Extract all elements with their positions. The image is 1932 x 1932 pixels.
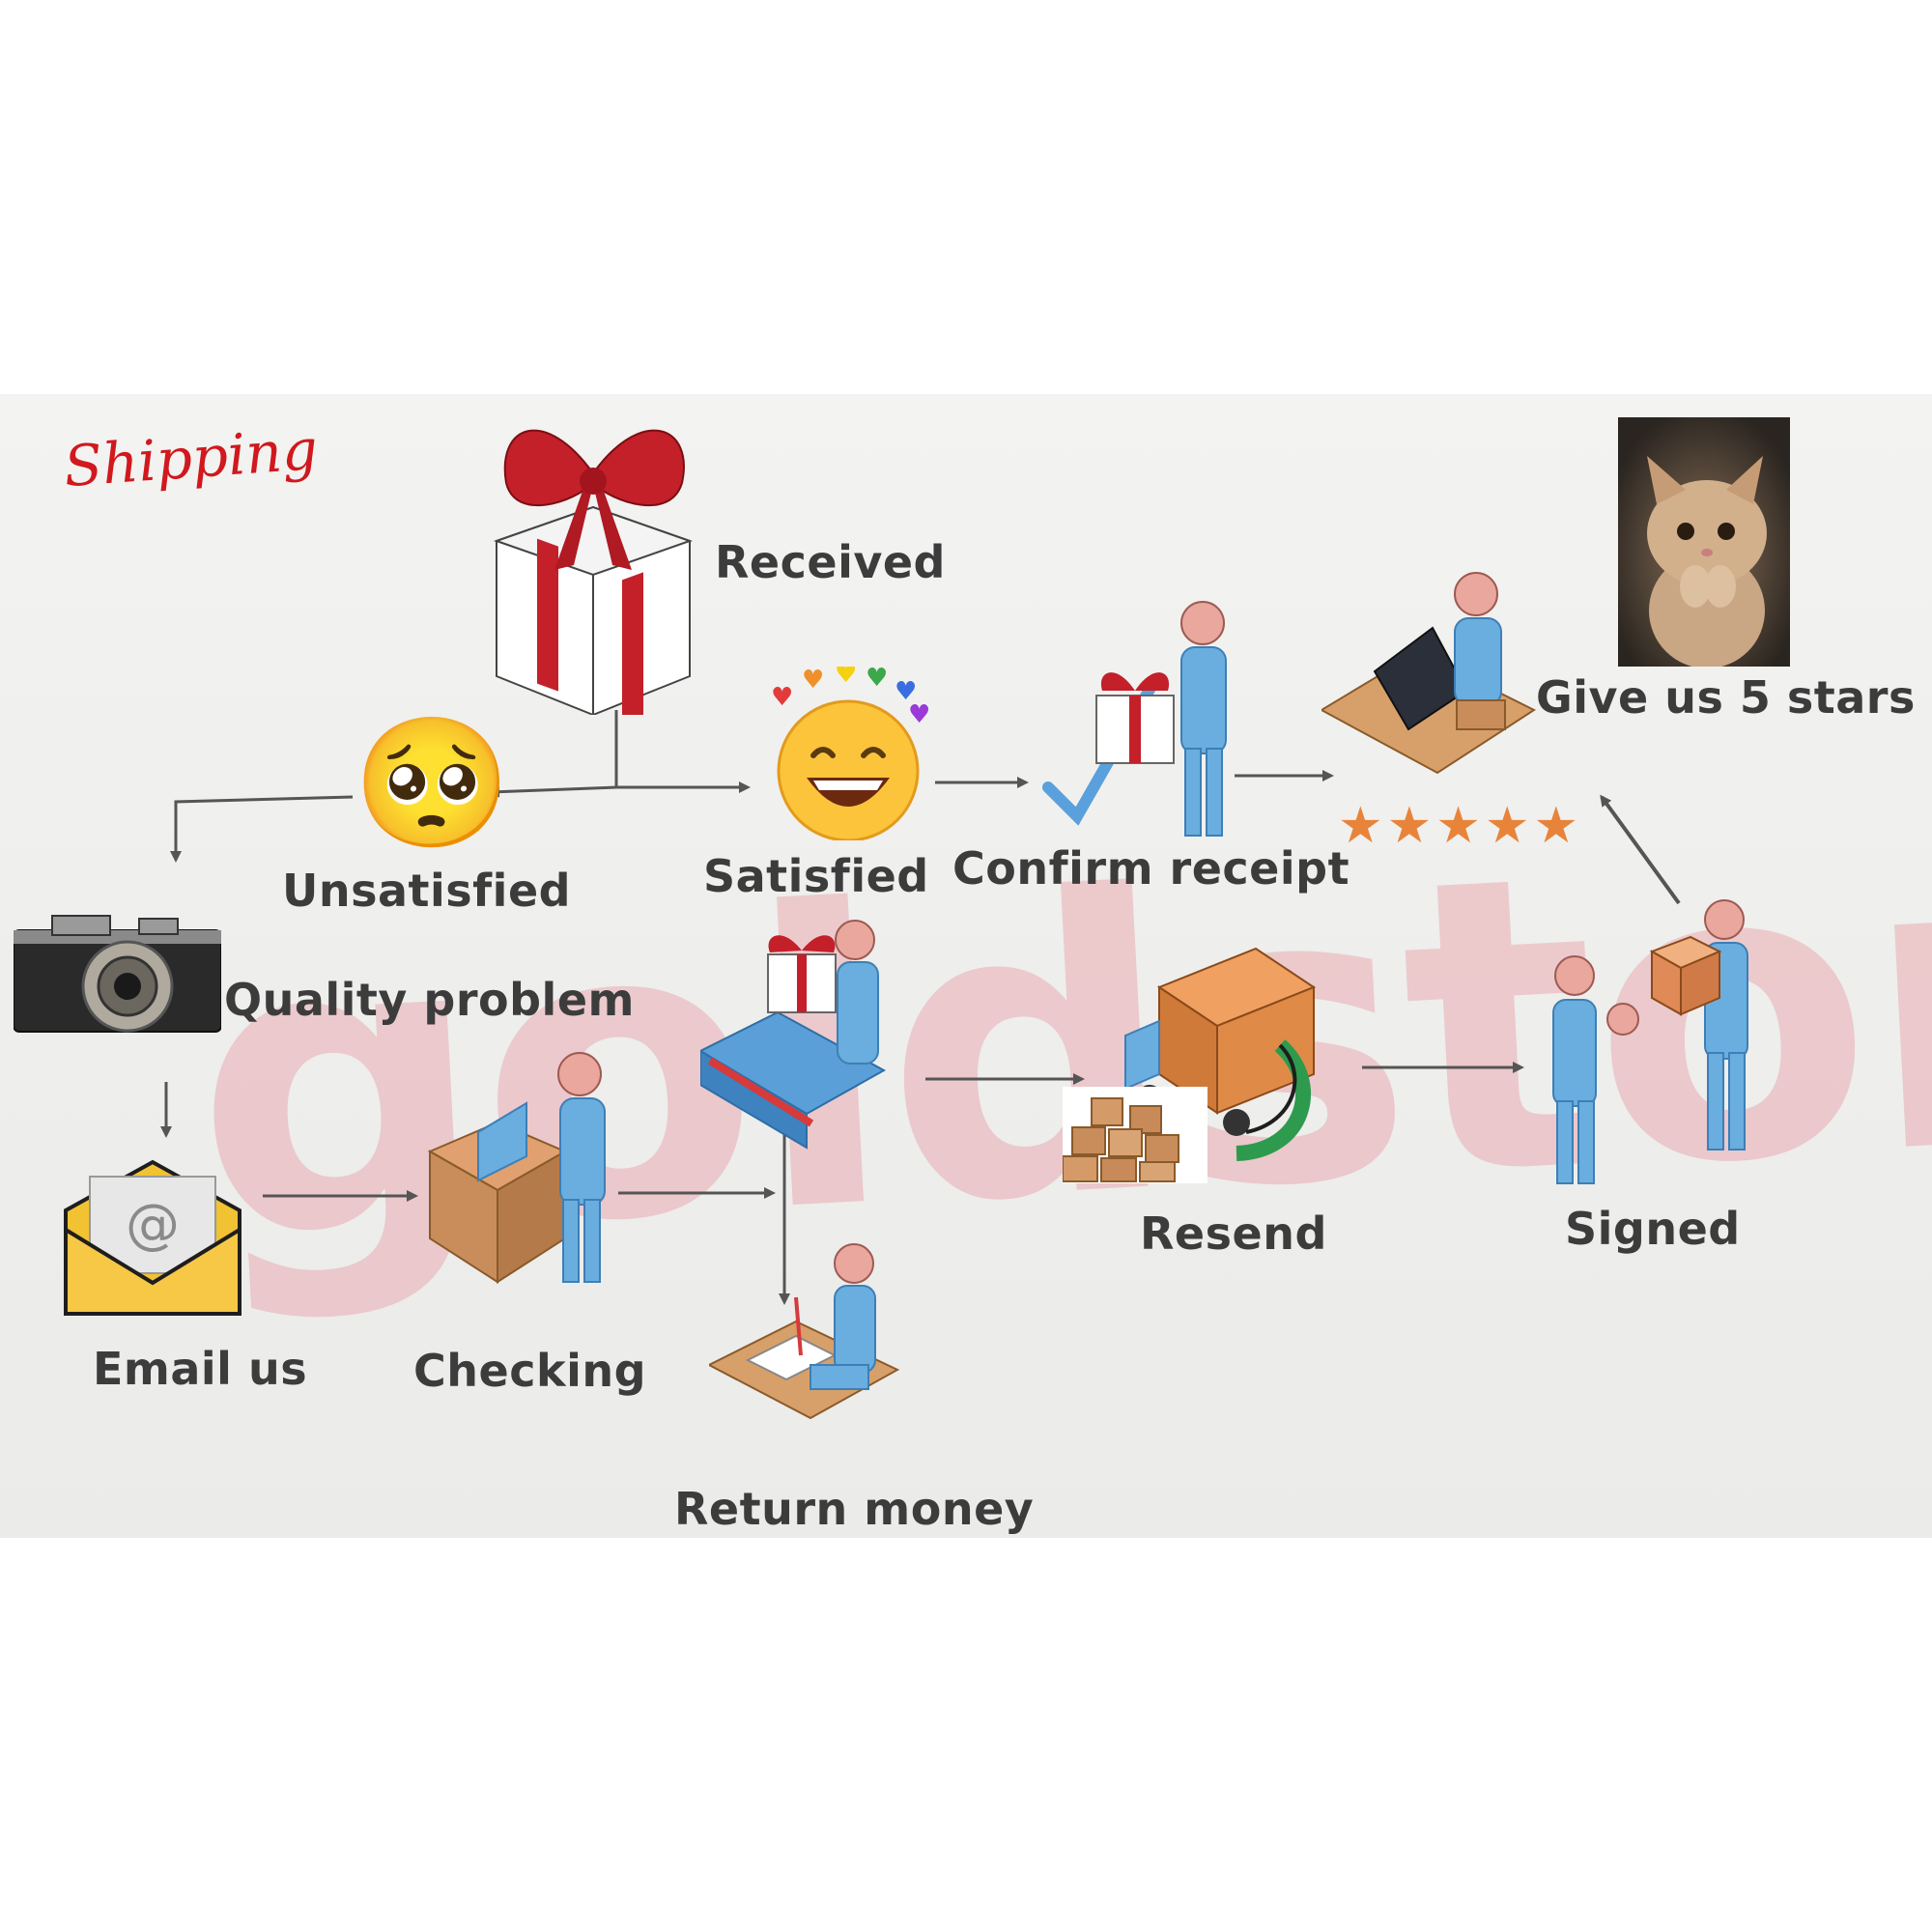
rating-stars: ★★★★★ [1338,797,1583,855]
label-email-us: Email us [93,1343,308,1395]
arrow-signed-to-stars [1600,794,1681,905]
svg-text:♥: ♥ [866,667,888,693]
arrow-unsatisfied-to-quality [170,795,354,863]
diagram-panel [0,394,1932,1538]
label-unsatisfied: Unsatisfied [282,865,572,917]
gift-box-icon [493,429,694,715]
label-confirm-receipt: Confirm receipt [952,842,1350,895]
label-checking: Checking [413,1345,647,1397]
label-give-stars: Give us 5 stars [1536,671,1916,724]
arrow-to-unsatisfied [488,785,617,798]
label-quality-problem: Quality problem [224,974,635,1026]
camera-icon [14,915,221,1033]
person-at-computer-icon [1321,572,1537,775]
person-with-packing-line-icon [700,920,887,1150]
smiling-face-hearts-icon: ♥ ♥ ♥ ♥ ♥ ♥ [771,667,930,840]
svg-text:♥: ♥ [895,677,917,706]
label-received: Received [715,536,946,588]
person-checking-box-icon [427,1052,606,1284]
people-handover-icon [1552,899,1748,1184]
label-satisfied: Satisfied [703,850,929,902]
svg-text:♥: ♥ [802,667,824,695]
pleading-face-icon: 🥺 [353,709,512,858]
person-signing-icon [709,1243,900,1420]
kitten-photo [1618,417,1790,667]
label-signed: Signed [1565,1203,1741,1255]
svg-text:♥: ♥ [908,700,930,729]
label-return-money: Return money [674,1483,1035,1535]
email-envelope-icon: @ [64,1159,242,1316]
svg-text:♥: ♥ [771,683,793,712]
parcel-boxes-icon [1063,1087,1208,1183]
person-with-gift-icon [1042,601,1227,837]
delivery-truck-icon [1124,947,1317,1161]
at-sign-glyph: @ [126,1193,180,1256]
svg-text:♥: ♥ [835,667,857,689]
label-resend: Resend [1140,1208,1327,1260]
